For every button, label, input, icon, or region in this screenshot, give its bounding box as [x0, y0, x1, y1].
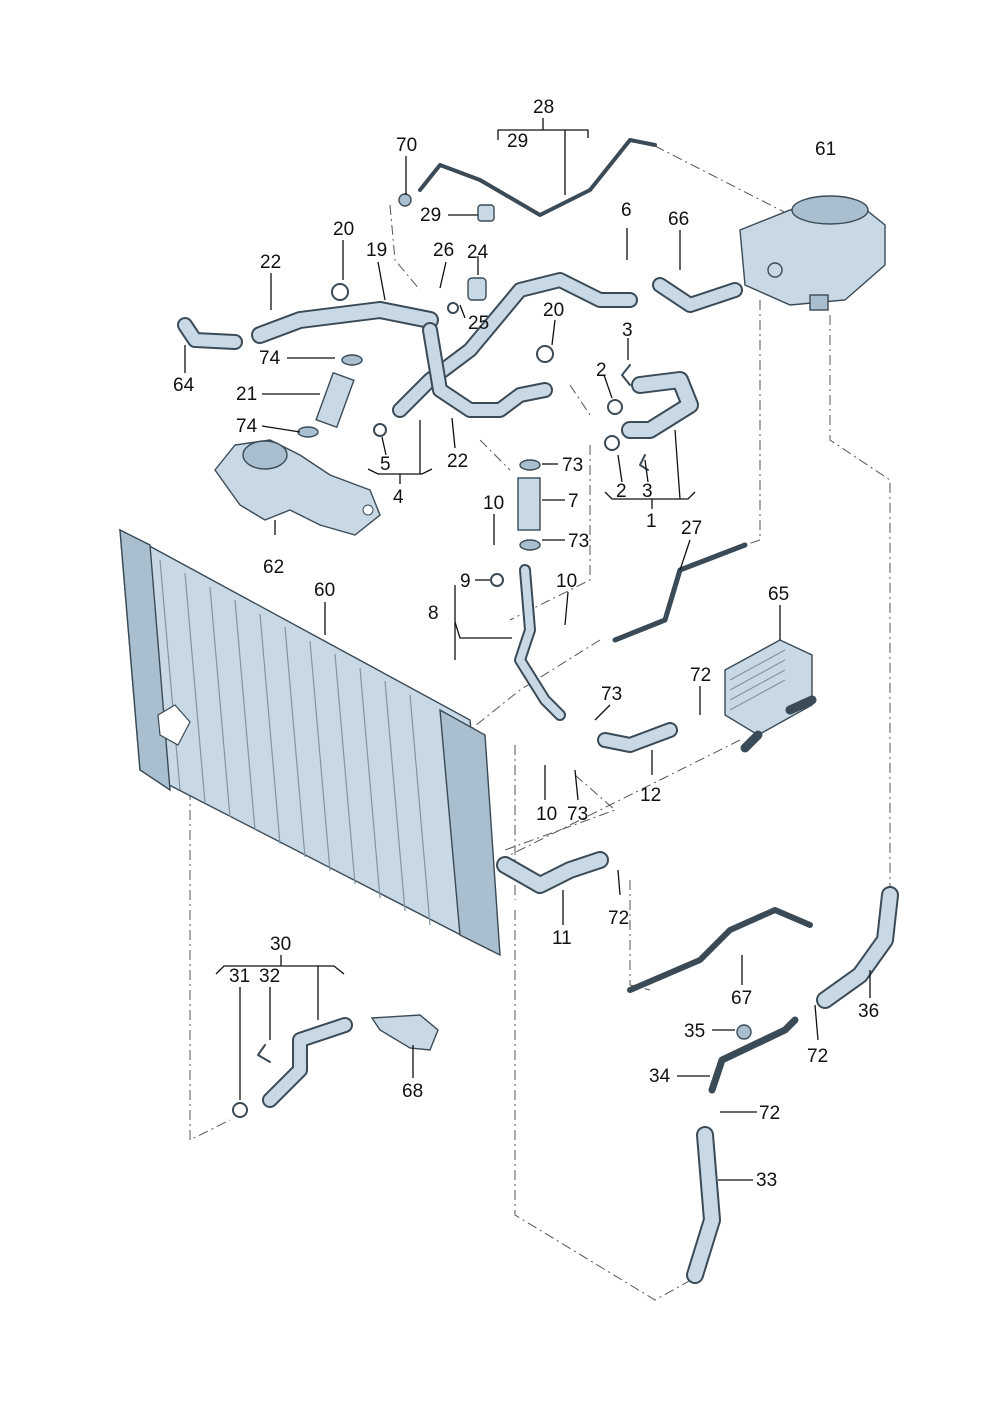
label-10-top: 10	[483, 493, 504, 514]
label-11: 11	[552, 928, 572, 949]
label-4: 4	[393, 487, 404, 508]
label-73-bottom: 73	[567, 804, 588, 825]
coolant-pipe-main	[251, 272, 638, 418]
label-64: 64	[173, 375, 195, 396]
label-74-bottom: 74	[236, 416, 258, 437]
label-10-mid: 10	[556, 571, 577, 592]
label-25: 25	[468, 313, 489, 334]
label-19: 19	[366, 240, 387, 261]
label-34: 34	[649, 1066, 671, 1087]
label-1: 1	[646, 511, 657, 532]
label-6: 6	[621, 200, 632, 221]
label-3-top: 3	[622, 320, 633, 341]
label-5: 5	[380, 454, 391, 475]
label-22-mid: 22	[447, 451, 468, 472]
label-29-top: 29	[507, 131, 528, 152]
label-73-second: 73	[568, 531, 589, 552]
assembly-reference-lines	[189, 145, 891, 1301]
label-9: 9	[460, 571, 471, 592]
small-parts	[232, 193, 752, 1118]
leader-lines	[184, 118, 871, 1181]
oil-cooler	[724, 639, 817, 753]
label-3-bottom: 3	[642, 481, 653, 502]
label-72-bottom: 72	[759, 1103, 780, 1124]
label-2-bottom: 2	[616, 481, 627, 502]
label-73-third: 73	[601, 684, 622, 705]
label-62: 62	[263, 557, 284, 578]
label-2-top: 2	[596, 360, 607, 381]
label-68: 68	[402, 1081, 423, 1102]
label-72-top: 72	[690, 665, 711, 686]
label-22-top: 22	[260, 252, 281, 273]
label-72-third: 72	[807, 1046, 828, 1067]
label-61: 61	[815, 139, 836, 160]
label-35: 35	[684, 1021, 705, 1042]
label-8: 8	[428, 603, 439, 624]
label-36: 36	[858, 1001, 879, 1022]
radiator	[119, 528, 501, 957]
label-73-top: 73	[562, 455, 583, 476]
label-27: 27	[681, 518, 702, 539]
label-28: 28	[533, 97, 554, 118]
label-72-second: 72	[608, 908, 629, 929]
label-20-left: 20	[333, 219, 354, 240]
label-7: 7	[568, 491, 579, 512]
label-10-bottom: 10	[536, 804, 557, 825]
label-12: 12	[640, 785, 661, 806]
label-20-right: 20	[543, 300, 564, 321]
label-21: 21	[236, 384, 257, 405]
label-32: 32	[259, 966, 280, 987]
label-74-top: 74	[259, 348, 281, 369]
label-24: 24	[467, 242, 489, 263]
label-66: 66	[668, 209, 689, 230]
label-60: 60	[314, 580, 335, 601]
label-30: 30	[270, 934, 291, 955]
label-26: 26	[433, 240, 454, 261]
label-65: 65	[768, 584, 789, 605]
label-29: 29	[420, 205, 441, 226]
label-31: 31	[229, 966, 250, 987]
expansion-tank	[739, 195, 886, 311]
label-33: 33	[756, 1170, 777, 1191]
radiator-fins	[159, 559, 431, 926]
label-67: 67	[731, 988, 752, 1009]
hoses	[177, 277, 899, 1284]
label-70: 70	[396, 135, 417, 156]
bleed-line	[418, 138, 657, 217]
part-labels: 28 29 70 61 29 6 66 20 19 26 24 22 20 25…	[173, 97, 879, 1191]
thermostat-housing	[214, 439, 381, 536]
